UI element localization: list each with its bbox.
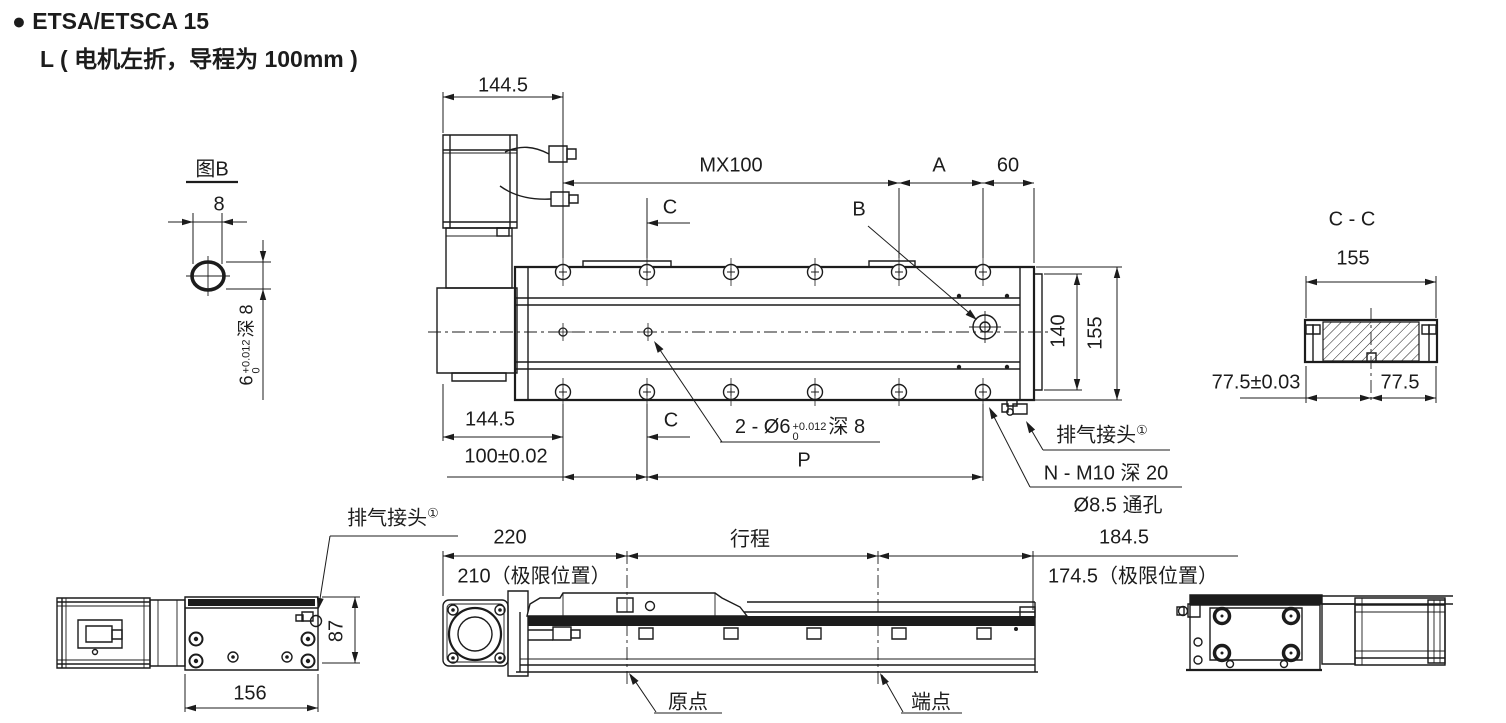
dim-stroke: 行程 bbox=[730, 528, 770, 551]
dim-156: 156 bbox=[233, 682, 267, 705]
dim-210-limit: 210（极限位置） bbox=[457, 565, 611, 588]
hole-b-marker: B bbox=[852, 198, 866, 221]
section-c-marker-bottom: C bbox=[663, 409, 679, 432]
mount-holes-label: N - M10 深 20 bbox=[1043, 462, 1169, 485]
endpoint-label: 端点 bbox=[911, 691, 951, 714]
dim-60: 60 bbox=[996, 154, 1020, 177]
dim-motor-width-bottom: 144.5 bbox=[464, 408, 516, 431]
exhaust-label-top: 排气接头① bbox=[1056, 422, 1148, 447]
left-end-view bbox=[57, 536, 458, 712]
section-cc-view bbox=[1240, 276, 1437, 403]
dim-p: P bbox=[797, 449, 811, 472]
right-end-view bbox=[1177, 595, 1453, 670]
bullet-icon: ● bbox=[12, 8, 26, 34]
dim-a: A bbox=[932, 154, 946, 177]
dim-220: 220 bbox=[493, 526, 527, 549]
detail-b-title: 图B bbox=[195, 158, 229, 181]
dim-174-5-limit: 174.5（极限位置） bbox=[1047, 565, 1219, 588]
dim-184-5: 184.5 bbox=[1098, 526, 1150, 549]
exhaust-label-side: 排气接头① bbox=[347, 505, 439, 530]
dim-155-cc: 155 bbox=[1336, 247, 1370, 270]
plan-view bbox=[428, 92, 1182, 487]
dim-155-body: 155 bbox=[1084, 316, 1107, 350]
origin-label: 原点 bbox=[668, 691, 708, 714]
dim-87: 87 bbox=[325, 619, 348, 643]
detail-b-view bbox=[168, 182, 271, 400]
drawing-title: ● ETSA/ETSCA 15 bbox=[12, 8, 210, 34]
through-hole-label: Ø8.5 通孔 bbox=[1073, 494, 1163, 517]
dim-hole-pitch: MX100 bbox=[699, 154, 763, 177]
dim-motor-width-top: 144.5 bbox=[477, 74, 529, 97]
section-c-marker-top: C bbox=[662, 196, 678, 219]
dim-first-hole: 100±0.02 bbox=[464, 445, 548, 468]
section-cc-title: C - C bbox=[1328, 208, 1376, 231]
dim-140: 140 bbox=[1047, 314, 1070, 348]
dim-77-5-left: 77.5±0.03 bbox=[1211, 371, 1301, 394]
drawing-subtitle: L ( 电机左折，导程为 100mm ) bbox=[40, 46, 358, 72]
dim-77-5-right: 77.5 bbox=[1380, 371, 1420, 394]
front-view bbox=[443, 551, 1238, 713]
detail-b-width-dim: 8 bbox=[213, 193, 225, 216]
